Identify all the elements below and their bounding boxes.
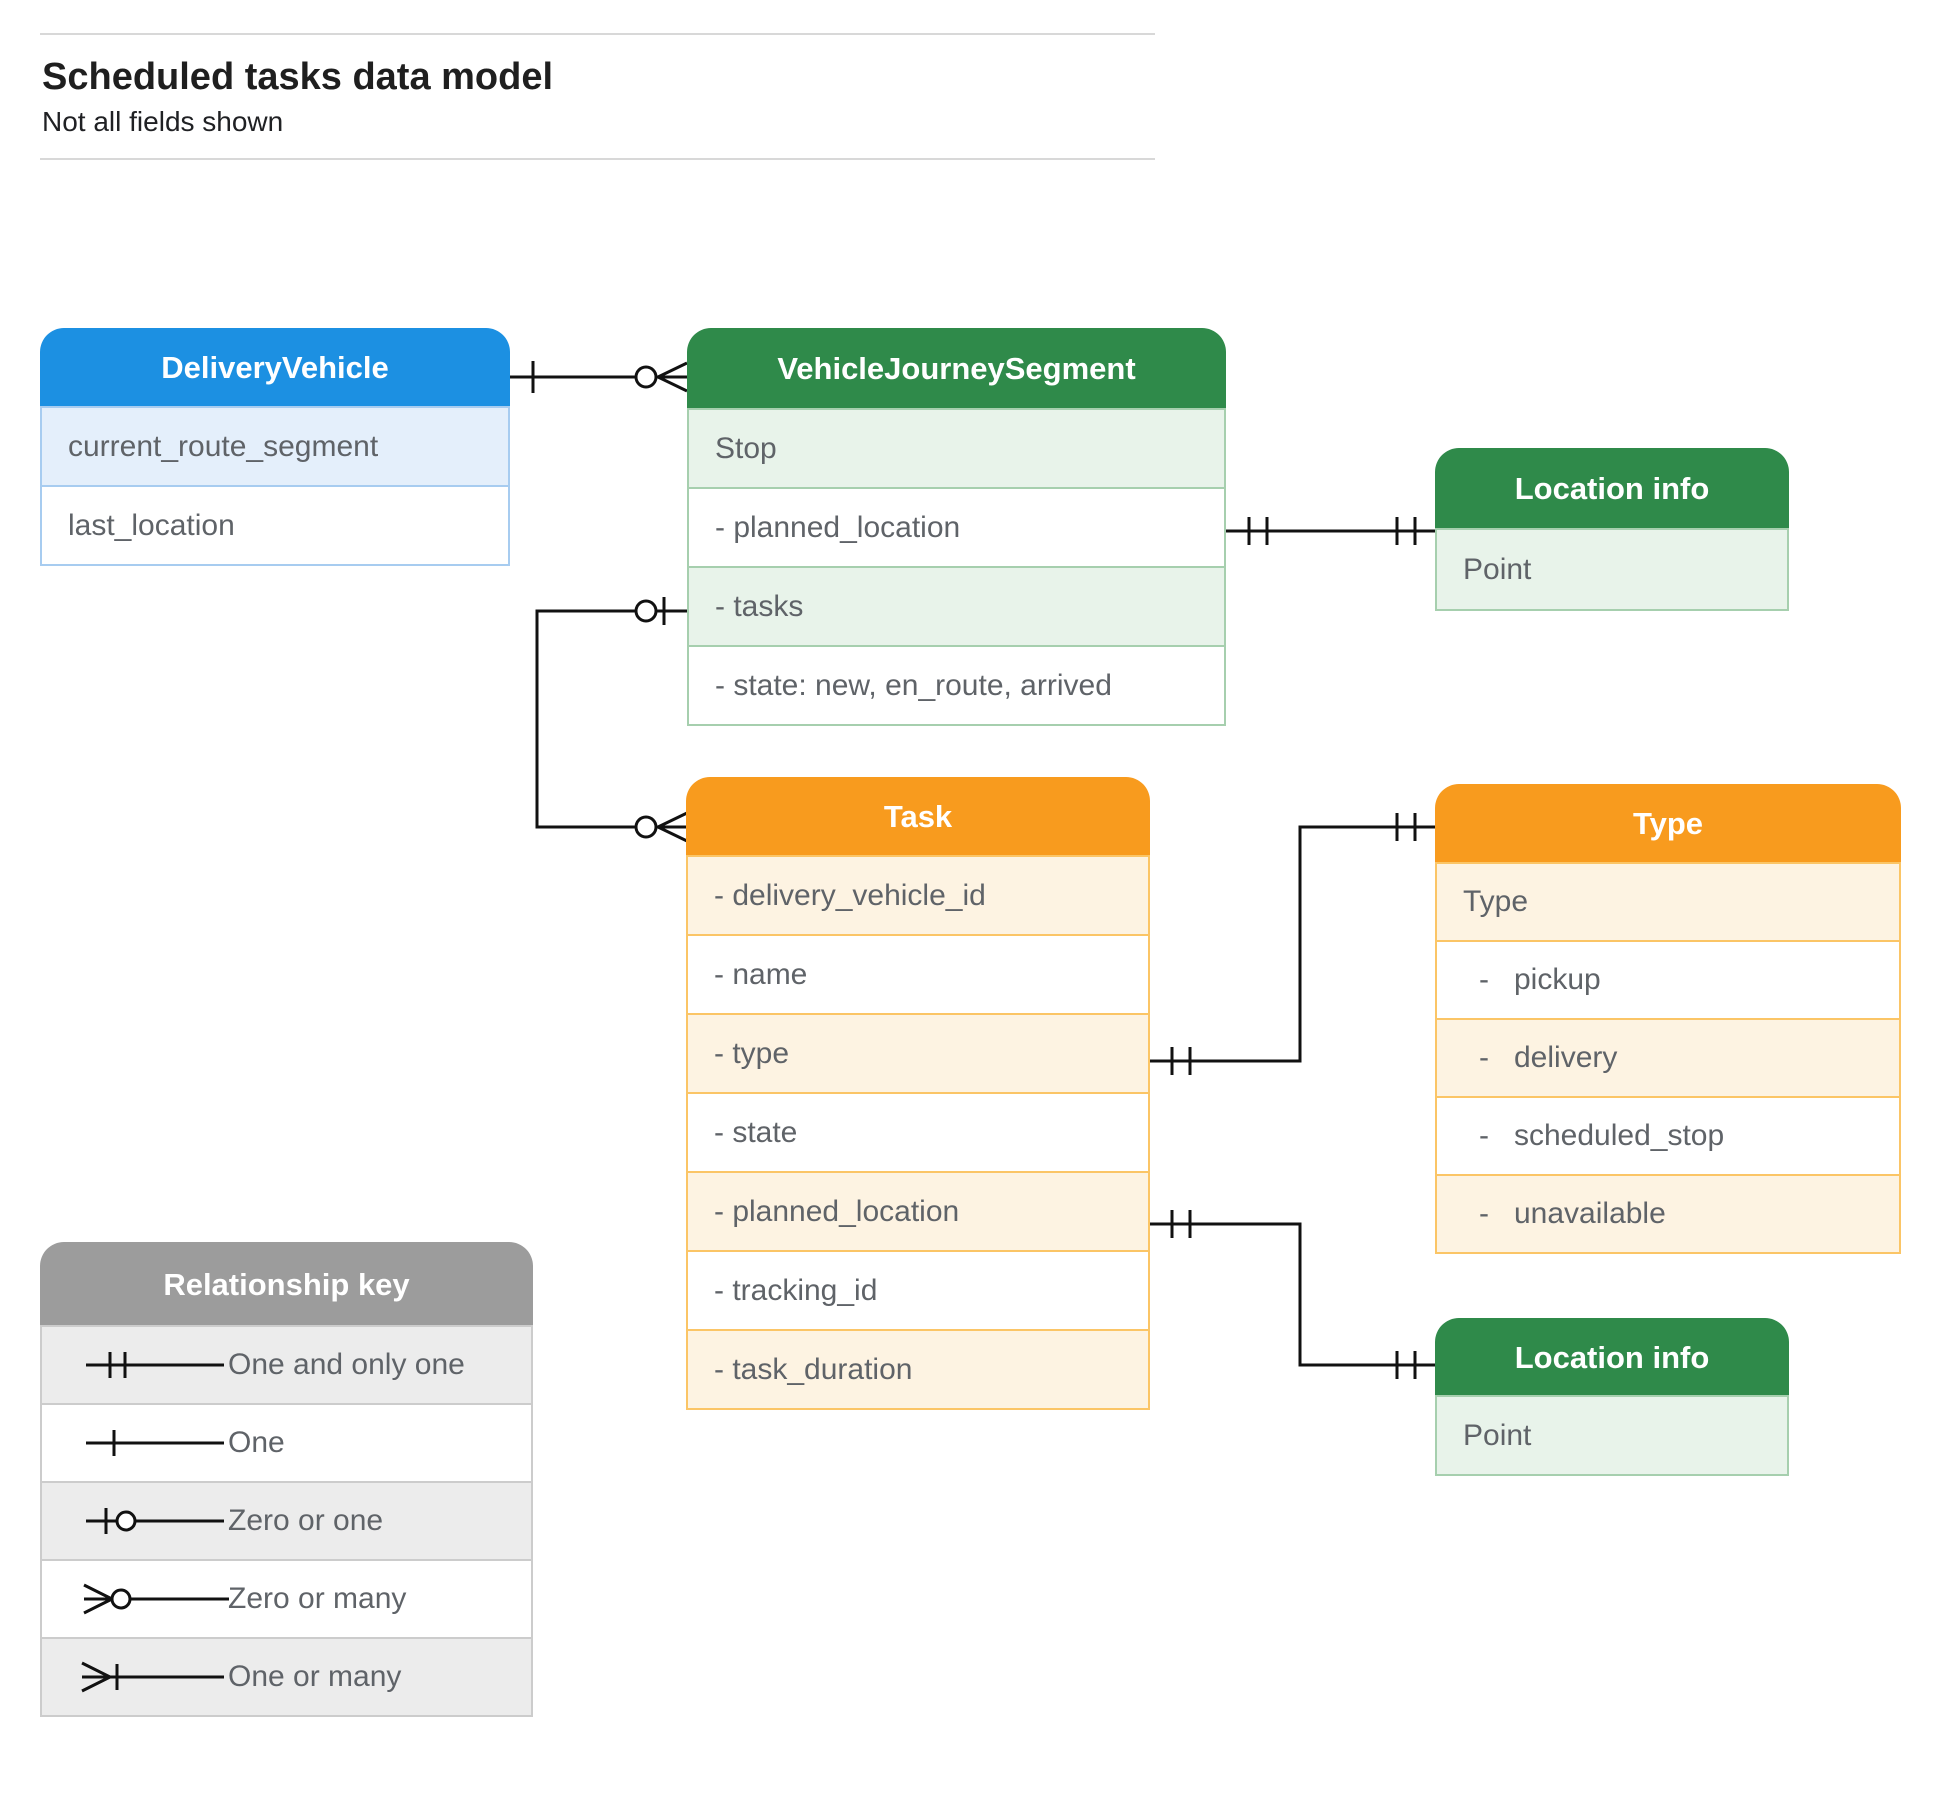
field-label: Type [1463,885,1529,918]
legend-item: Zero or many [40,1559,533,1639]
field-label: last_location [68,508,235,542]
legend-item: One and only one [40,1325,533,1405]
legend-title: Relationship key [40,1242,533,1327]
field-row: - state: new, en_route, arrived [687,645,1226,726]
field-row: - tasks [687,566,1226,647]
entity-title: DeliveryVehicle [40,328,510,408]
field-row: - planned_location [686,1171,1150,1252]
field-label: - pickup [1479,963,1601,996]
field-label: - delivery [1479,1041,1618,1074]
entity-delivery-vehicle: DeliveryVehicle current_route_segment la… [40,328,510,566]
field-label: - unavailable [1479,1197,1666,1230]
zero-circle-icon [634,815,658,839]
rel-vjs-plannedlocation-to-locationinfo [1226,517,1435,545]
field-label: Point [1463,1418,1532,1452]
field-label: - planned_location [715,510,961,544]
legend-label: Zero or many [228,1582,407,1615]
zero-or-many-icon [83,1583,229,1615]
field-label: - tracking_id [714,1273,878,1307]
field-label: - type [714,1036,790,1070]
field-label: - state: new, en_route, arrived [715,668,1112,702]
field-label: Stop [715,431,777,465]
page-subtitle: Not all fields shown [42,106,284,137]
field-row: - task_duration [686,1329,1150,1410]
field-row: - delivery [1435,1018,1901,1098]
entity-title: Task [686,777,1150,857]
one-or-many-icon [81,1661,224,1693]
field-row: - delivery_vehicle_id [686,855,1150,936]
entity-vehicle-journey-segment: VehicleJourneySegment Stop - planned_loc… [687,328,1226,726]
rel-deliveryvehicle-to-vehiclejourneysegment [510,361,688,393]
legend-label: One or many [228,1660,402,1693]
field-label: - planned_location [714,1194,960,1228]
entity-title: Type [1435,784,1901,864]
field-label: - scheduled_stop [1479,1119,1725,1152]
legend-label: One and only one [228,1348,465,1381]
legend-item: Zero or one [40,1481,533,1561]
field-label: - state [714,1115,798,1149]
field-row: Point [1435,1395,1789,1476]
one-icon [86,1430,224,1456]
field-row: Point [1435,528,1789,611]
entity-title: VehicleJourneySegment [687,328,1226,410]
field-row: - state [686,1092,1150,1173]
field-row: - type [686,1013,1150,1094]
entity-title: Location info [1435,1318,1789,1397]
entity-title: Location info [1435,448,1789,530]
field-row: - planned_location [687,487,1226,568]
field-row: Stop [687,408,1226,489]
legend-item: One or many [40,1637,533,1717]
field-row: current_route_segment [40,406,510,487]
page-title: Scheduled tasks data model [42,56,554,98]
relationship-key: Relationship key One and only one One Ze… [40,1242,533,1717]
rel-task-plannedlocation-to-locationinfo [1150,1210,1435,1379]
zero-or-one-icon [86,1508,224,1534]
zero-circle-icon [634,365,658,389]
legend-label: One [228,1426,285,1459]
field-row: - tracking_id [686,1250,1150,1331]
field-label: current_route_segment [68,429,379,463]
entity-type: Type Type - pickup - delivery - schedule… [1435,784,1901,1254]
field-label: Point [1463,552,1532,586]
field-row: - pickup [1435,940,1901,1020]
field-row: - unavailable [1435,1174,1901,1254]
entity-location-info-bottom: Location info Point [1435,1318,1789,1476]
field-label: - tasks [715,589,804,623]
rel-vjs-tasks-to-task [535,597,688,843]
legend-item: One [40,1403,533,1483]
top-divider [40,33,1155,35]
field-label: - delivery_vehicle_id [714,878,986,912]
field-row: - scheduled_stop [1435,1096,1901,1176]
one-and-only-one-icon [86,1352,224,1378]
field-label: - name [714,957,808,991]
zero-circle-icon [634,599,658,623]
field-row: - name [686,934,1150,1015]
many-crowfoot-icon [657,361,688,393]
entity-task: Task - delivery_vehicle_id - name - type… [686,777,1150,1410]
field-label: - task_duration [714,1352,913,1386]
rel-task-type-to-type [1150,813,1435,1075]
field-row: Type [1435,862,1901,942]
legend-label: Zero or one [228,1504,384,1537]
field-row: last_location [40,485,510,566]
entity-location-info-top: Location info Point [1435,448,1789,611]
many-crowfoot-icon [657,811,688,843]
header-divider [40,158,1155,160]
